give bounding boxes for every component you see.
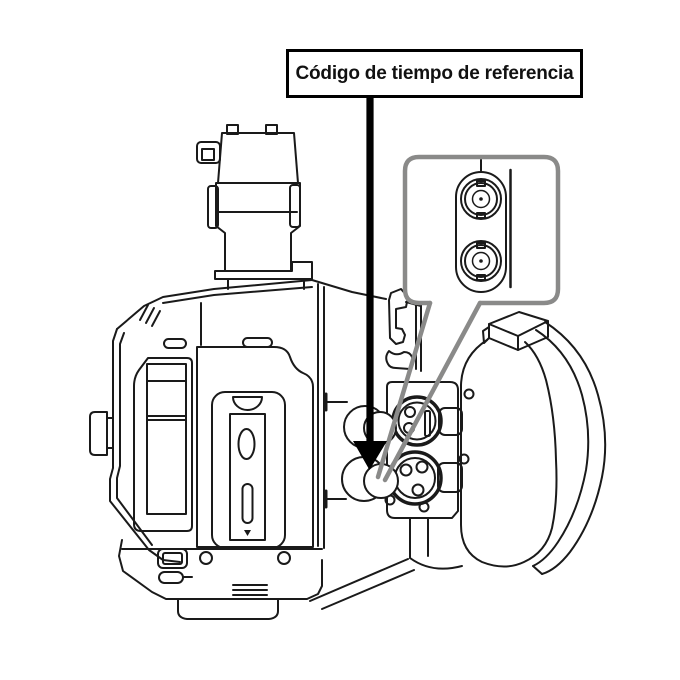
slider-notch: [232, 396, 263, 411]
screw-hole: [277, 551, 291, 565]
bnc-connector-detail: [455, 159, 512, 293]
battery-compartment: [133, 357, 193, 532]
callout-label: Código de tiempo de referencia: [286, 49, 583, 98]
pointer-arrow-icon: [353, 97, 387, 470]
top-ridges: [139, 304, 161, 327]
battery-slider-panel: [196, 346, 314, 549]
callout-tail: [375, 300, 483, 483]
screw-hole: [199, 551, 213, 565]
bnc-connector-bottom-icon: [460, 240, 502, 282]
viewfinder-knob: [196, 141, 221, 164]
screw-hole: [418, 501, 430, 513]
vent-slots: [232, 584, 268, 596]
viewfinder: [196, 124, 313, 290]
screw-hole: [458, 453, 470, 465]
magnified-callout: [375, 154, 561, 483]
base-plate: [118, 539, 415, 620]
release-button: [237, 428, 256, 460]
hand-strap: [541, 321, 607, 575]
viewfinder-mount: [214, 261, 313, 280]
bnc-connector-top-icon: [460, 178, 502, 220]
camera-body: [89, 279, 422, 563]
bottom-controls: [157, 548, 291, 584]
slide-direction-mark: [244, 530, 251, 536]
side-tab: [89, 411, 108, 456]
screw-hole: [463, 388, 475, 400]
hand-grip: [460, 311, 607, 575]
